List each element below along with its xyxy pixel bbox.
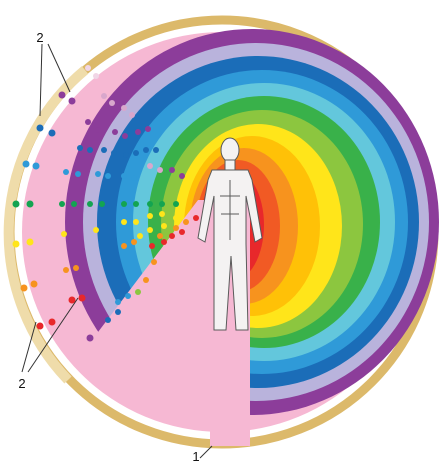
human-figure-icon: [197, 137, 263, 331]
dot-row-violet: [58, 65, 135, 118]
label-upper: 2: [36, 30, 43, 45]
leader-lines: [21, 43, 213, 459]
dot-row-orange: [63, 229, 185, 295]
dot-row-lightblue: [22, 160, 185, 181]
label-lower: 2: [18, 376, 25, 391]
outer-ring-pale-arc: [3, 66, 89, 384]
dot-row-red: [20, 280, 131, 342]
dots: [12, 65, 199, 342]
dot-row-green: [12, 200, 179, 208]
dot-row-yellow: [12, 211, 199, 248]
dot-row-blue: [36, 119, 159, 158]
pink-wedge: [92, 200, 250, 446]
label-bottom: 1: [192, 449, 199, 462]
